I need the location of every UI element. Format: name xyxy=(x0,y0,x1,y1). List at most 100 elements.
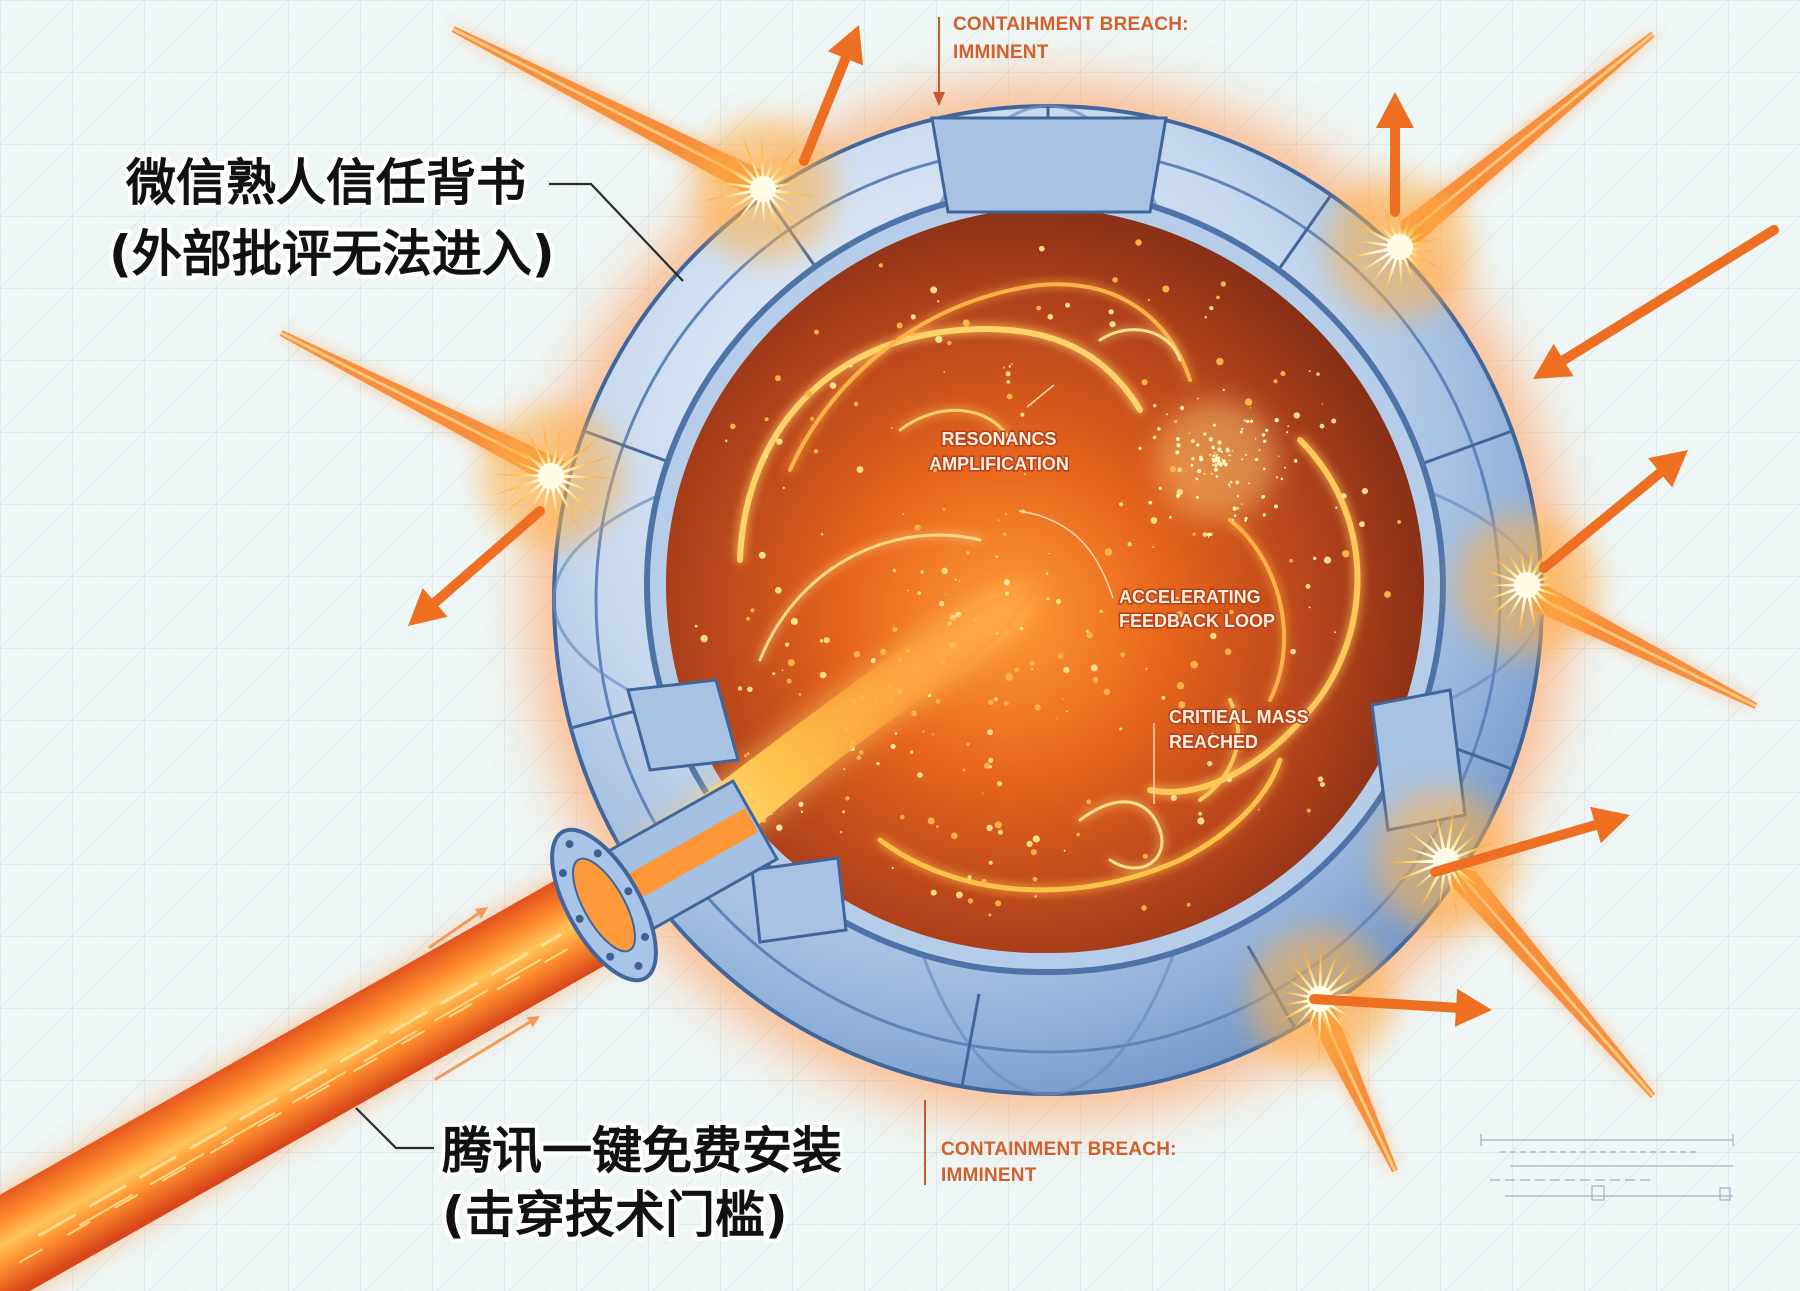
tencent-install-subtitle: (击穿技术门槛) xyxy=(442,1186,788,1244)
spark xyxy=(1244,398,1253,406)
spark xyxy=(1176,681,1185,690)
spark xyxy=(1178,701,1186,709)
spark xyxy=(1261,494,1266,499)
spark xyxy=(1020,412,1025,417)
spark xyxy=(982,792,984,795)
spark xyxy=(1280,371,1286,376)
spark xyxy=(965,551,970,556)
spark xyxy=(1265,428,1269,432)
spark xyxy=(1026,840,1033,848)
spark xyxy=(1196,443,1200,447)
spark xyxy=(1069,343,1073,346)
spark xyxy=(1262,513,1266,517)
explosion-starburst xyxy=(1328,175,1472,319)
spark xyxy=(1180,405,1185,411)
spark xyxy=(1229,454,1231,457)
spark xyxy=(1056,599,1062,605)
beam-pipe xyxy=(0,778,780,1291)
spark xyxy=(1210,472,1213,475)
spark xyxy=(829,382,837,389)
spark xyxy=(764,454,768,458)
spark xyxy=(1157,427,1161,431)
arrow-head xyxy=(1648,450,1688,488)
spark xyxy=(1120,652,1126,658)
spark xyxy=(967,898,974,904)
spark xyxy=(1308,370,1311,372)
spark xyxy=(786,678,792,684)
spark xyxy=(1254,438,1257,440)
spark xyxy=(1248,482,1251,485)
spark xyxy=(856,755,862,761)
tencent-install-leader xyxy=(355,1107,434,1150)
spark xyxy=(1202,532,1208,537)
arrow-head xyxy=(827,25,864,66)
spark xyxy=(1262,439,1267,443)
spark xyxy=(856,466,864,473)
spark xyxy=(1175,450,1180,455)
spark xyxy=(967,875,972,880)
spark xyxy=(1214,452,1216,454)
outward-arrow xyxy=(1430,806,1630,877)
spark xyxy=(927,693,932,698)
energy-swirls xyxy=(737,282,1361,893)
left-plate xyxy=(626,678,740,772)
spark xyxy=(878,263,884,268)
spark xyxy=(917,772,923,778)
spark xyxy=(1035,468,1037,471)
arrow-head xyxy=(1590,806,1630,844)
spark xyxy=(1169,515,1172,519)
spark xyxy=(1207,536,1210,538)
spark xyxy=(1207,761,1213,767)
arrow-head xyxy=(1454,988,1492,1027)
spark xyxy=(1243,419,1246,422)
spark xyxy=(956,891,963,899)
spark xyxy=(935,335,943,343)
spark xyxy=(1244,516,1248,520)
spark xyxy=(1218,445,1220,447)
spark xyxy=(1217,447,1222,452)
flow-arrow xyxy=(434,1016,540,1081)
spark xyxy=(700,634,708,643)
spark xyxy=(1046,597,1050,601)
spark xyxy=(907,589,909,592)
spark xyxy=(1212,423,1216,427)
spark xyxy=(1151,545,1155,549)
arrow-shaft xyxy=(1558,225,1779,366)
spark xyxy=(1236,495,1240,498)
spark xyxy=(1005,673,1013,681)
spark xyxy=(900,814,905,820)
spark xyxy=(1158,486,1162,490)
spark xyxy=(744,754,747,758)
burst-core xyxy=(750,176,776,202)
spark xyxy=(1263,467,1266,471)
spark xyxy=(1003,366,1006,369)
spark xyxy=(1320,782,1325,787)
explosion-starburst xyxy=(691,117,835,261)
spark xyxy=(890,744,896,749)
spark xyxy=(1226,447,1229,451)
spark xyxy=(1274,418,1279,423)
spark xyxy=(1055,717,1058,720)
spark xyxy=(1103,688,1111,696)
spark xyxy=(1076,832,1081,837)
outward-arrow xyxy=(799,25,864,166)
arrow-shaft xyxy=(434,1020,532,1081)
spark xyxy=(947,340,952,346)
spark xyxy=(1217,440,1222,445)
arrow-head xyxy=(408,588,448,626)
spark xyxy=(1319,423,1325,429)
spark xyxy=(962,319,970,327)
spark xyxy=(1293,412,1301,419)
spark xyxy=(1214,459,1216,461)
spark xyxy=(776,824,783,831)
spark xyxy=(958,580,961,582)
spark xyxy=(1186,903,1191,907)
spark xyxy=(1211,445,1215,450)
feedback-annotation: ACCELERATING FEEDBACK LOOP xyxy=(1018,510,1277,633)
spark xyxy=(890,426,893,430)
spark xyxy=(750,608,755,613)
spark xyxy=(1030,849,1037,856)
spark xyxy=(1334,631,1337,634)
spark xyxy=(1161,695,1166,700)
